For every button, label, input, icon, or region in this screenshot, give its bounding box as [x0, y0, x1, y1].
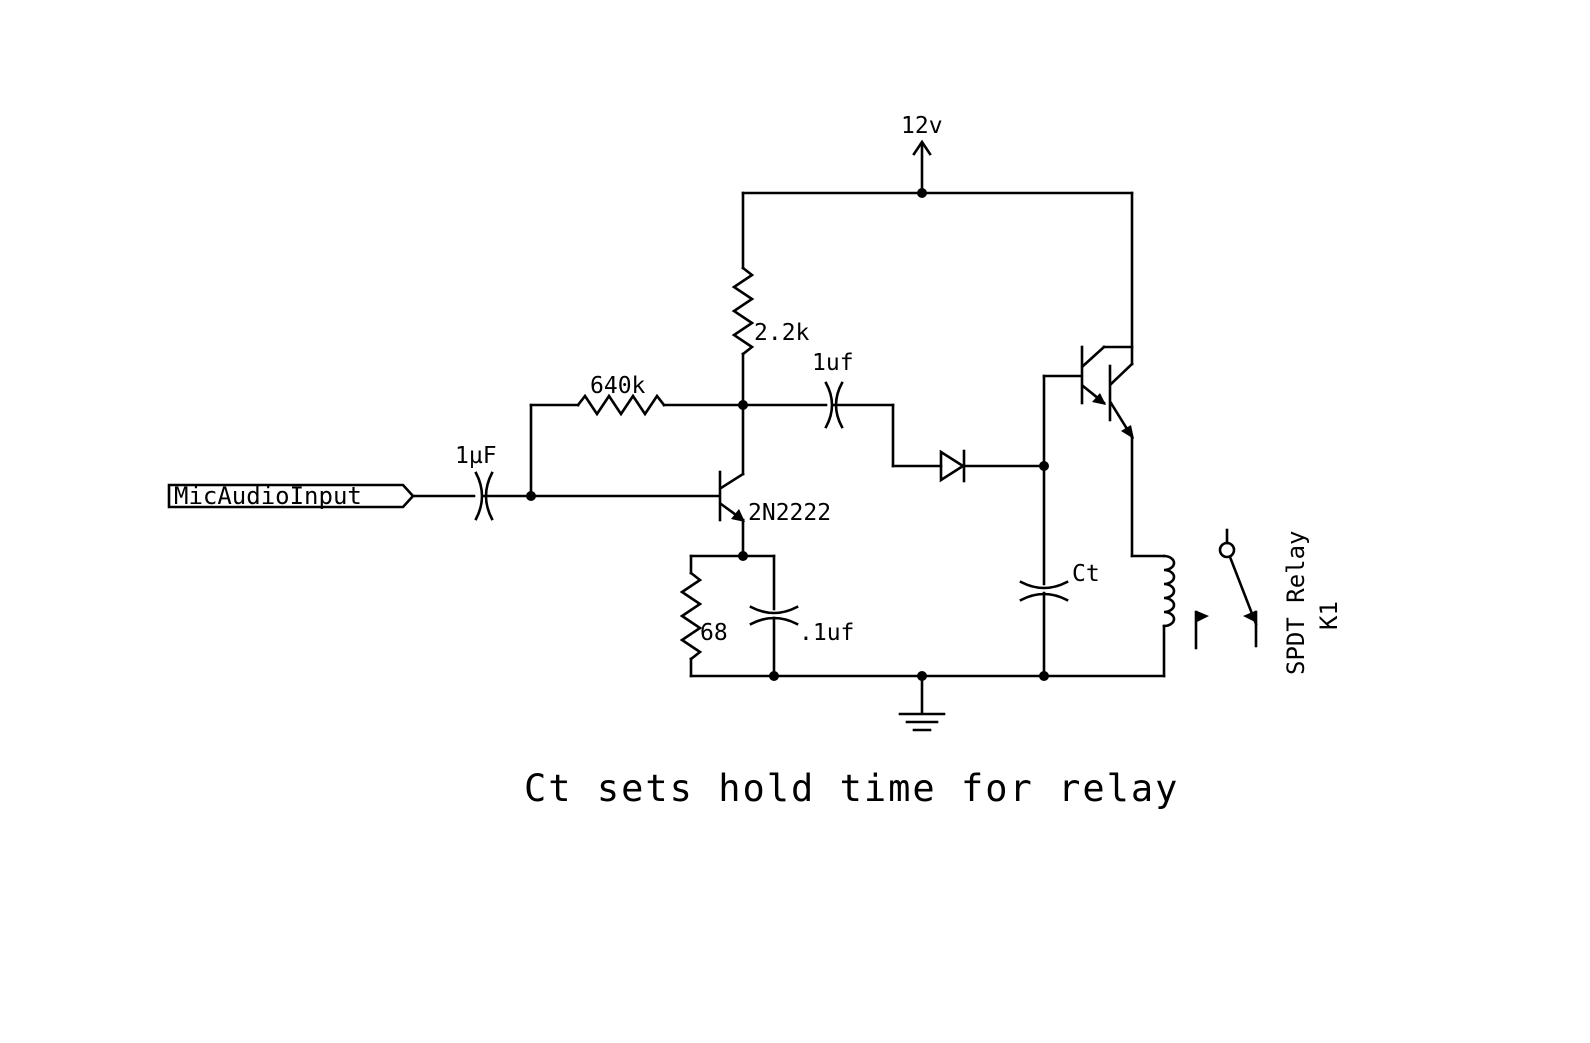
- ground-symbol: [898, 674, 946, 732]
- capacitor-coupling: 1uf: [741, 350, 895, 429]
- capacitor-timing: Ct: [1019, 374, 1100, 678]
- relay-contacts: [1194, 528, 1258, 650]
- diagram-caption: Ct sets hold time for relay: [524, 767, 1179, 810]
- capacitor-input-label: 1µF: [455, 443, 497, 469]
- relay-coil: [1130, 554, 1176, 678]
- capacitor-emitter-label: .1uf: [799, 620, 854, 646]
- capacitor-timing-label: Ct: [1072, 561, 1100, 587]
- supply-label: 12v: [901, 113, 943, 139]
- input-port-label: MicAudioInput: [174, 482, 362, 510]
- diode: [891, 403, 1046, 483]
- resistor-collector: 2.2k: [731, 191, 810, 407]
- capacitor-emitter: .1uf: [749, 554, 854, 678]
- transistor-q1: 2N2222: [529, 403, 831, 558]
- bottom-rail-wire: [689, 671, 1166, 681]
- input-port: MicAudioInput: [167, 482, 476, 510]
- capacitor-coupling-label: 1uf: [812, 350, 854, 376]
- resistor-emitter-label: 68: [700, 620, 728, 646]
- relay-ref-label: K1: [1315, 601, 1343, 630]
- relay-label-group: SPDT Relay K1: [1282, 531, 1343, 676]
- resistor-feedback: 640k: [529, 373, 745, 498]
- resistor-feedback-label: 640k: [590, 373, 646, 399]
- transistor-q1-label: 2N2222: [748, 500, 831, 526]
- darlington-transistor: [1042, 191, 1134, 558]
- top-rail-wire: [741, 188, 1134, 198]
- supply-12v: 12v: [901, 113, 943, 195]
- resistor-emitter: 68: [679, 554, 776, 678]
- capacitor-input: 1µF: [455, 443, 533, 521]
- resistor-collector-label: 2.2k: [754, 320, 810, 346]
- relay-name-label: SPDT Relay: [1282, 531, 1310, 676]
